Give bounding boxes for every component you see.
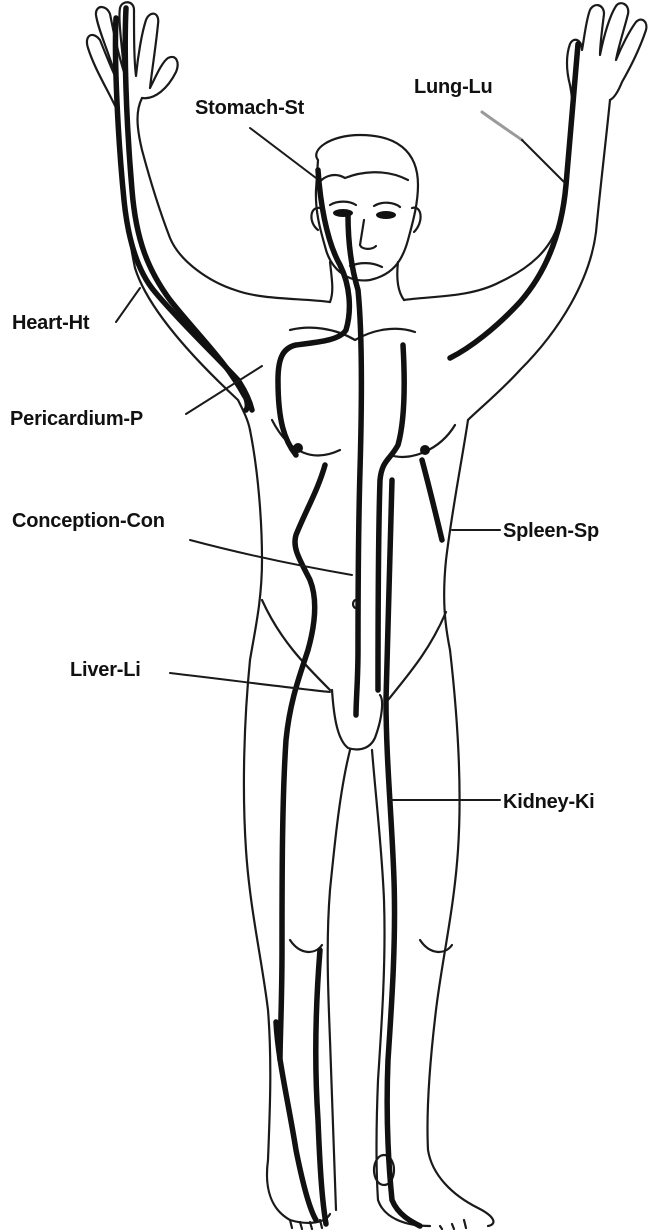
heart-leader	[116, 288, 140, 322]
label-lung: Lung-Lu	[414, 76, 493, 99]
left-arm-outer	[138, 98, 331, 302]
neck-left	[330, 262, 332, 302]
body-outline	[87, 2, 646, 1229]
right-eye	[376, 211, 396, 219]
label-kidney: Kidney-Ki	[503, 791, 595, 814]
right-nipple	[420, 445, 430, 455]
conception-leader	[190, 540, 352, 575]
pericardium-meridian	[125, 8, 247, 410]
kidney-meridian	[386, 480, 420, 1226]
label-spleen: Spleen-Sp	[503, 520, 599, 543]
meridian-lines	[115, 8, 578, 1226]
torso-right	[444, 420, 468, 650]
nose	[360, 220, 376, 249]
chest-line	[290, 328, 415, 340]
torso-left	[250, 430, 262, 660]
label-liver: Liver-Li	[70, 659, 141, 682]
left-knee	[290, 940, 322, 952]
spleen-branch	[422, 460, 442, 540]
label-heart: Heart-Ht	[12, 312, 89, 335]
neck-right	[397, 262, 404, 300]
label-pericardium: Pericardium-P	[10, 408, 143, 431]
label-stomach: Stomach-St	[195, 97, 304, 120]
right-arm-inner	[468, 100, 610, 420]
liver-leg-lower	[316, 950, 326, 1224]
hair-outline	[316, 172, 408, 190]
lung-leader-faint	[482, 112, 522, 140]
left-leg-inner	[328, 750, 350, 1210]
lung-leader	[522, 140, 564, 182]
left-hand	[87, 2, 178, 112]
left-arm-inner	[118, 112, 250, 430]
liver-leader	[170, 673, 330, 692]
right-leg-outer	[427, 650, 493, 1226]
head-outline	[316, 135, 418, 280]
stomach-leader	[250, 128, 316, 178]
label-conception: Conception-Con	[12, 510, 165, 533]
